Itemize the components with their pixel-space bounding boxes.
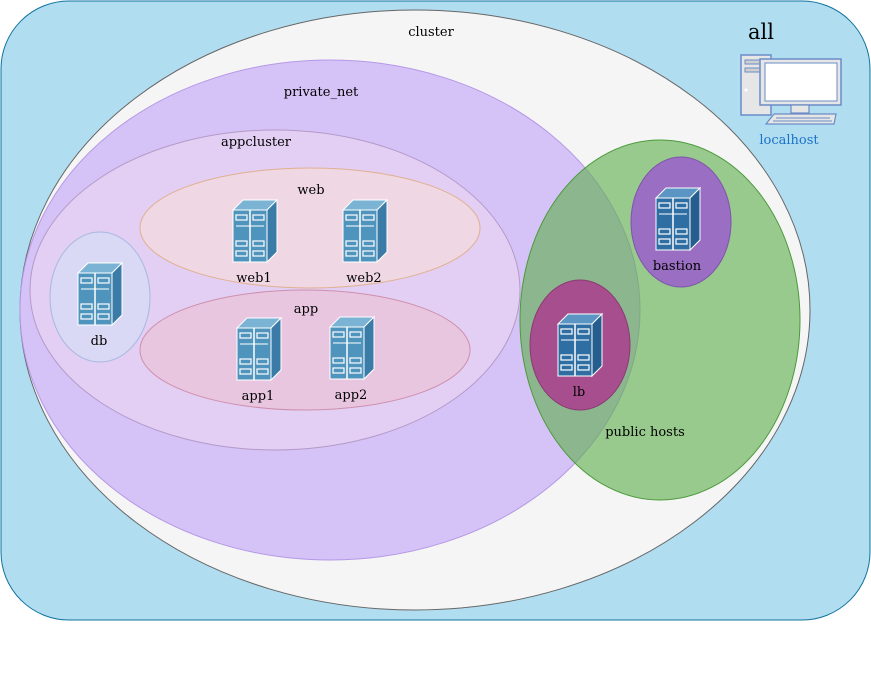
group-private-net-label: private_net	[284, 85, 359, 100]
host-web1-label: web1	[236, 271, 271, 286]
host-db-label: db	[91, 334, 108, 349]
group-web-label: web	[297, 183, 324, 198]
host-bastion-label: bastion	[653, 259, 702, 274]
group-cluster-label: cluster	[408, 25, 454, 40]
server-icon-web1	[232, 199, 278, 263]
server-icon-app1	[236, 317, 282, 381]
group-public-hosts-label: public hosts	[605, 425, 685, 440]
host-web2-label: web2	[346, 271, 381, 286]
group-appcluster-label: appcluster	[221, 135, 292, 150]
host-app2-label: app2	[335, 388, 368, 403]
server-icon-web2	[342, 199, 388, 263]
host-app1-label: app1	[242, 389, 275, 404]
group-web	[139, 167, 481, 289]
host-localhost-label: localhost	[759, 133, 819, 148]
group-app	[139, 289, 471, 411]
server-icon-lb	[557, 313, 603, 377]
group-app-label: app	[294, 302, 318, 317]
server-icon-bastion	[655, 187, 701, 251]
desktop-computer-icon	[740, 54, 842, 125]
server-icon-db	[77, 262, 123, 326]
host-lb-label: lb	[573, 385, 585, 400]
group-all-label: all	[748, 20, 774, 44]
server-icon-app2	[329, 316, 375, 380]
